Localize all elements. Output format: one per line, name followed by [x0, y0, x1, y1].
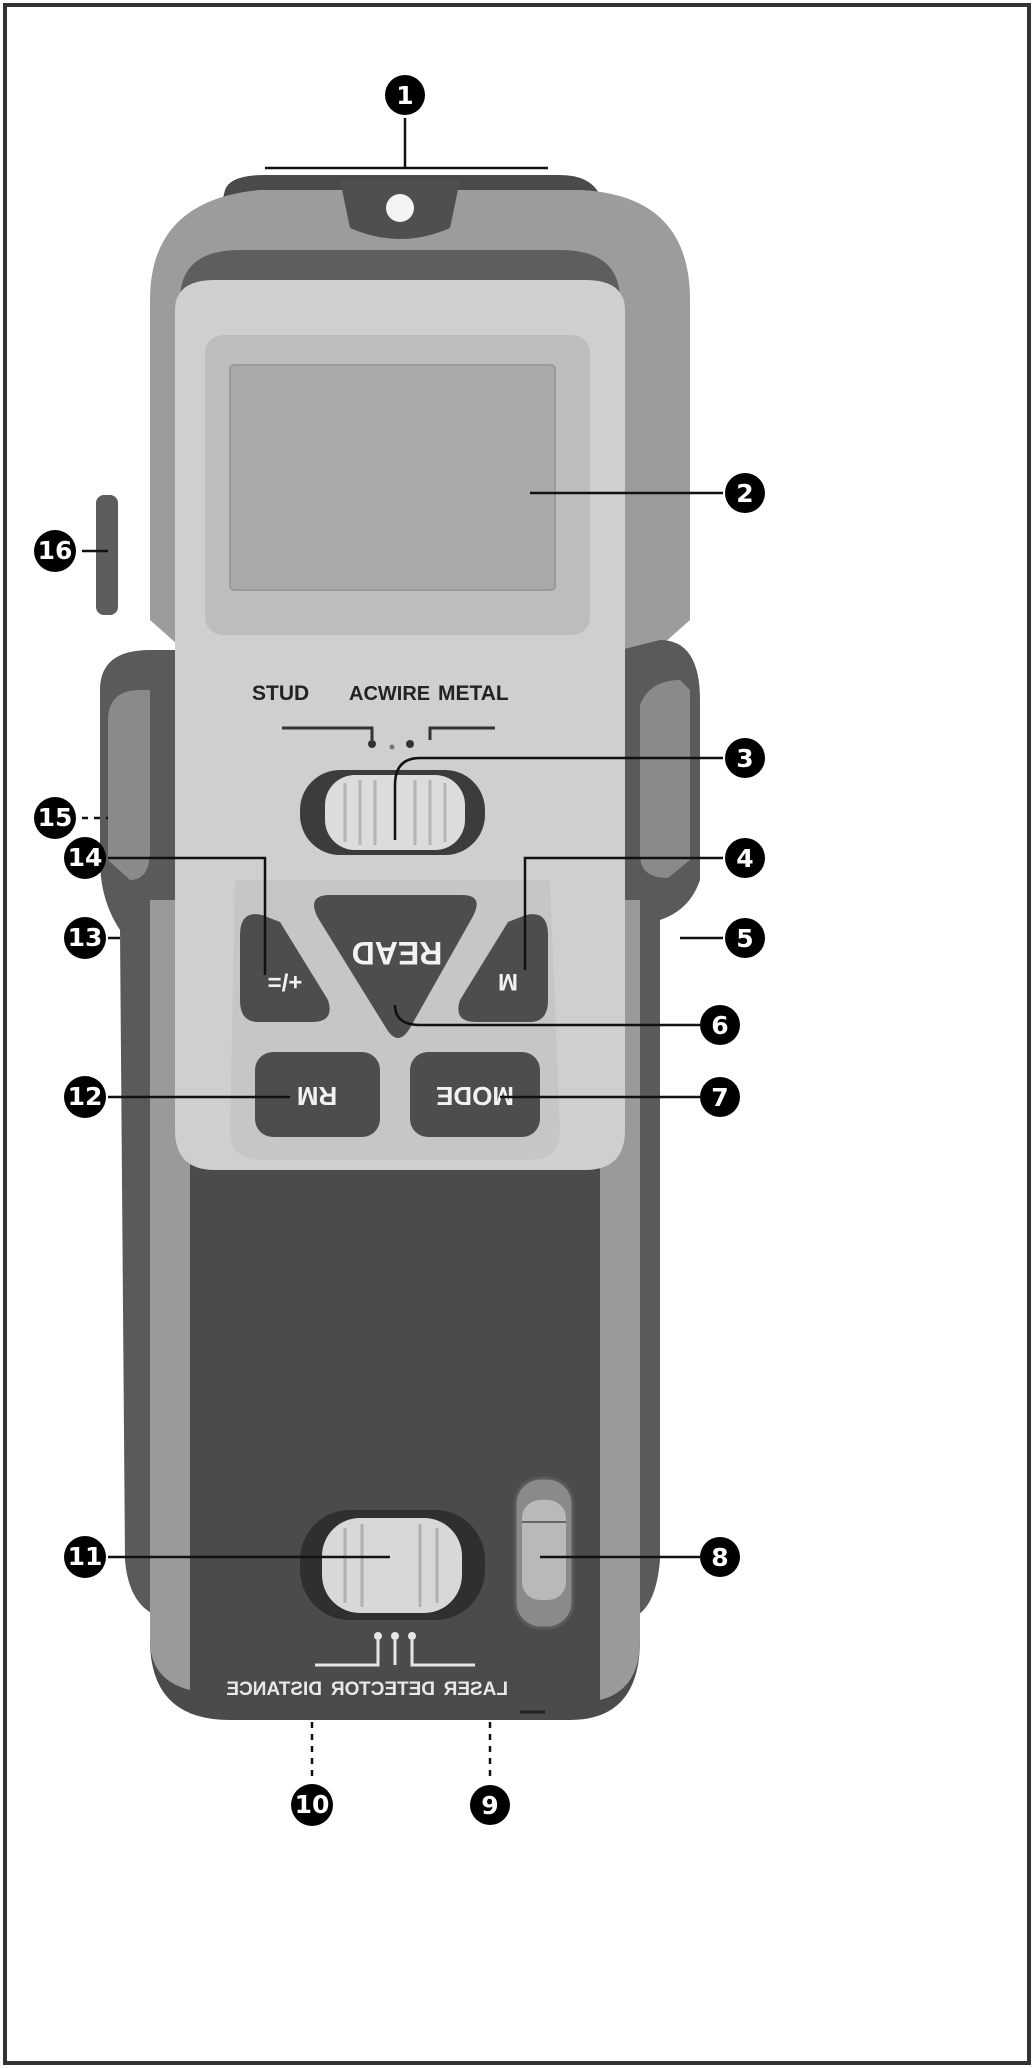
mode-dot-acwire: [389, 744, 395, 750]
callout-11: 11: [64, 1536, 106, 1578]
svg-text:2: 2: [736, 479, 753, 508]
label-acwire: ACWIRE: [349, 683, 430, 705]
label-laser: LASER: [443, 1679, 508, 1700]
callout-5: 5: [725, 918, 765, 958]
callout-13: 13: [64, 917, 106, 959]
plus-equals-button[interactable]: [240, 914, 330, 1022]
label-distance: DISTANCE: [226, 1679, 322, 1700]
callout-8: 8: [700, 1537, 740, 1577]
callout-12: 12: [64, 1076, 106, 1118]
left-grip-insert: [108, 690, 150, 880]
callout-10: 10: [291, 1784, 333, 1826]
lcd-screen: [229, 364, 556, 591]
label-stud: STUD: [252, 682, 309, 705]
svg-text:13: 13: [68, 923, 103, 952]
svg-text:10: 10: [295, 1790, 330, 1819]
svg-text:1: 1: [396, 81, 413, 110]
svg-text:12: 12: [68, 1082, 103, 1111]
svg-text:16: 16: [38, 536, 73, 565]
mode-dot-stud: [368, 740, 376, 748]
svg-text:9: 9: [481, 1791, 498, 1820]
plus-equals-label: +/=: [268, 968, 303, 995]
svg-text:15: 15: [38, 803, 73, 832]
function-switch-knob[interactable]: [322, 1518, 462, 1613]
svg-text:3: 3: [736, 744, 753, 773]
function-dot-1: [374, 1632, 382, 1640]
callout-7: 7: [700, 1077, 740, 1117]
function-switch-ridges: [343, 1524, 439, 1607]
rm-button[interactable]: [255, 1052, 380, 1137]
m-button-label: M: [498, 968, 518, 995]
callout-6: 6: [700, 1005, 740, 1045]
pocket-clip: [96, 495, 118, 615]
callout-3: 3: [725, 738, 765, 778]
callout-9: 9: [470, 1785, 510, 1825]
svg-text:4: 4: [736, 844, 753, 873]
label-metal: METAL: [438, 682, 509, 705]
svg-text:7: 7: [711, 1083, 728, 1112]
rm-button-label: RM: [297, 1081, 337, 1111]
function-dot-2: [391, 1632, 399, 1640]
svg-text:14: 14: [68, 843, 103, 872]
label-detector: DETECTOR: [331, 1679, 435, 1700]
svg-text:11: 11: [68, 1542, 103, 1571]
lower-housing: [150, 1100, 640, 1720]
svg-text:6: 6: [711, 1011, 728, 1040]
laser-aperture: [386, 194, 414, 222]
mode-slider-ridges: [343, 780, 447, 845]
callout-15: 15: [34, 797, 76, 839]
right-grip-insert: [640, 680, 690, 878]
callout-14: 14: [64, 837, 106, 879]
mode-indicator-lines: [282, 726, 495, 740]
device-body: STUD ACWIRE METAL READ +/= M RM MO: [96, 175, 700, 1720]
svg-text:8: 8: [711, 1543, 728, 1572]
read-button[interactable]: [314, 895, 477, 1038]
svg-text:5: 5: [736, 924, 753, 953]
read-button-label: READ: [352, 935, 443, 971]
function-dot-3: [408, 1632, 416, 1640]
function-indicator-lines: [315, 1640, 475, 1667]
leader-lines: [82, 118, 723, 1780]
bubble-level-window: [522, 1500, 566, 1600]
callouts: 1 2 3 4 5 6 7 8 9 10 11 12 13 14 15 16: [34, 75, 765, 1826]
mode-dot-metal: [406, 740, 414, 748]
callout-2: 2: [725, 473, 765, 513]
callout-16: 16: [34, 530, 76, 572]
function-labels: LASER DETECTOR DISTANCE: [226, 1679, 508, 1700]
callout-1: 1: [385, 75, 425, 115]
callout-4: 4: [725, 838, 765, 878]
mode-button[interactable]: [410, 1052, 540, 1137]
